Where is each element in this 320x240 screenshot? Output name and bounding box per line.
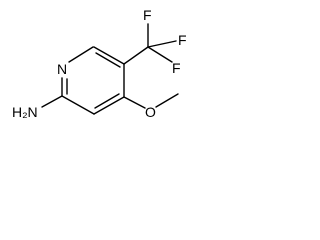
- bond-c6-c5: [93, 46, 125, 65]
- bond-n1-c6: [68, 46, 94, 63]
- chemical-structure: N F F F H₂N O: [12, 7, 187, 120]
- bond-c3-c2: [61, 95, 95, 115]
- atom-oxygen: O: [145, 104, 156, 120]
- bond-c6-c5-inner: [95, 52, 121, 68]
- bonds: [41, 23, 179, 115]
- bond-c4-c3-inner: [94, 93, 120, 109]
- bond-c5-cf3: [123, 46, 149, 65]
- bond-c2-nh2: [41, 95, 63, 108]
- atom-fluorine-top: F: [143, 7, 152, 23]
- atom-fluorine-right-upper: F: [178, 32, 187, 48]
- bond-c-f-lower: [147, 46, 173, 63]
- atom-fluorine-right-lower: F: [172, 60, 181, 76]
- bond-c4-o: [123, 96, 146, 109]
- bond-o-ch3: [155, 93, 179, 108]
- atom-labels: N F F F H₂N O: [12, 7, 187, 120]
- atom-amine-group: H₂N: [12, 104, 38, 120]
- atom-ring-nitrogen: N: [57, 61, 67, 77]
- bond-c4-c3: [93, 96, 125, 115]
- bond-c-f-upper: [147, 40, 177, 48]
